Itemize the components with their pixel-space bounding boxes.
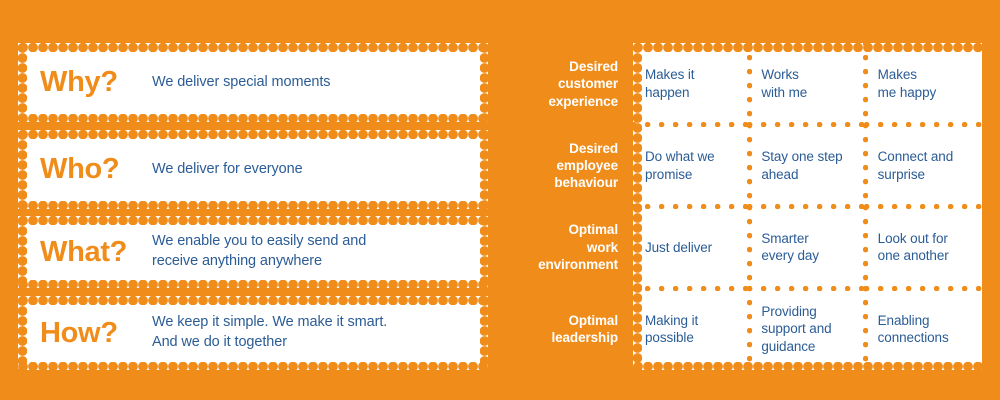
value-card-who[interactable]: Who? We deliver for everyone <box>17 129 489 210</box>
matrix-row-label-desired-employee-behaviour: Desired employee behaviour <box>554 140 618 191</box>
behaviour-matrix: Makes it happen Works with me Makes me h… <box>630 41 985 372</box>
value-card-how[interactable]: How? We keep it simple. We make it smart… <box>17 295 489 371</box>
matrix-row-label-optimal-leadership: Optimal leadership <box>551 312 618 346</box>
value-card-word: How? <box>40 316 118 349</box>
matrix-cell[interactable]: Stay one step ahead <box>746 122 868 209</box>
matrix-row-labels: Desired customer experience Desired empl… <box>500 43 622 370</box>
matrix-row-label-optimal-work-environment: Optimal work environment <box>538 222 618 272</box>
matrix-cell[interactable]: Making it possible <box>630 285 752 370</box>
matrix-cell[interactable]: Look out for one another <box>863 204 985 290</box>
matrix-cell[interactable]: Works with me <box>746 41 865 127</box>
matrix-cell[interactable]: Makes me happy <box>863 41 982 127</box>
value-card-description: We deliver special moments <box>152 73 331 90</box>
matrix-cell[interactable]: Makes it happen <box>645 67 695 100</box>
value-card-why[interactable]: Why? We deliver special moments <box>17 42 489 123</box>
value-card-what[interactable]: What? We enable you to easily send and r… <box>17 215 489 289</box>
matrix-cell[interactable]: Connect and surprise <box>863 122 985 209</box>
value-card-description: We deliver for everyone <box>152 160 303 177</box>
matrix-cell[interactable]: Enabling connections <box>863 285 985 372</box>
matrix-grid: Makes it happen Works with me Makes me h… <box>630 41 985 372</box>
matrix-cell[interactable]: Providing support and guidance <box>746 285 868 372</box>
matrix-cell[interactable]: Just deliver <box>630 204 752 289</box>
matrix-cell[interactable]: Do what we promise <box>630 122 752 207</box>
value-cards-panel: Why? We deliver special moments Who? We … <box>17 42 489 371</box>
value-card-description: We enable you to easily send and receive… <box>152 233 367 269</box>
value-card-description: We keep it simple. We make it smart. And… <box>152 314 388 350</box>
value-card-word: Why? <box>40 66 118 99</box>
matrix-cell[interactable]: Smarter every day <box>746 204 868 290</box>
value-card-word: Who? <box>40 153 120 186</box>
matrix-row-label-desired-customer-experience: Desired customer experience <box>548 58 618 109</box>
value-card-word: What? <box>40 235 128 268</box>
